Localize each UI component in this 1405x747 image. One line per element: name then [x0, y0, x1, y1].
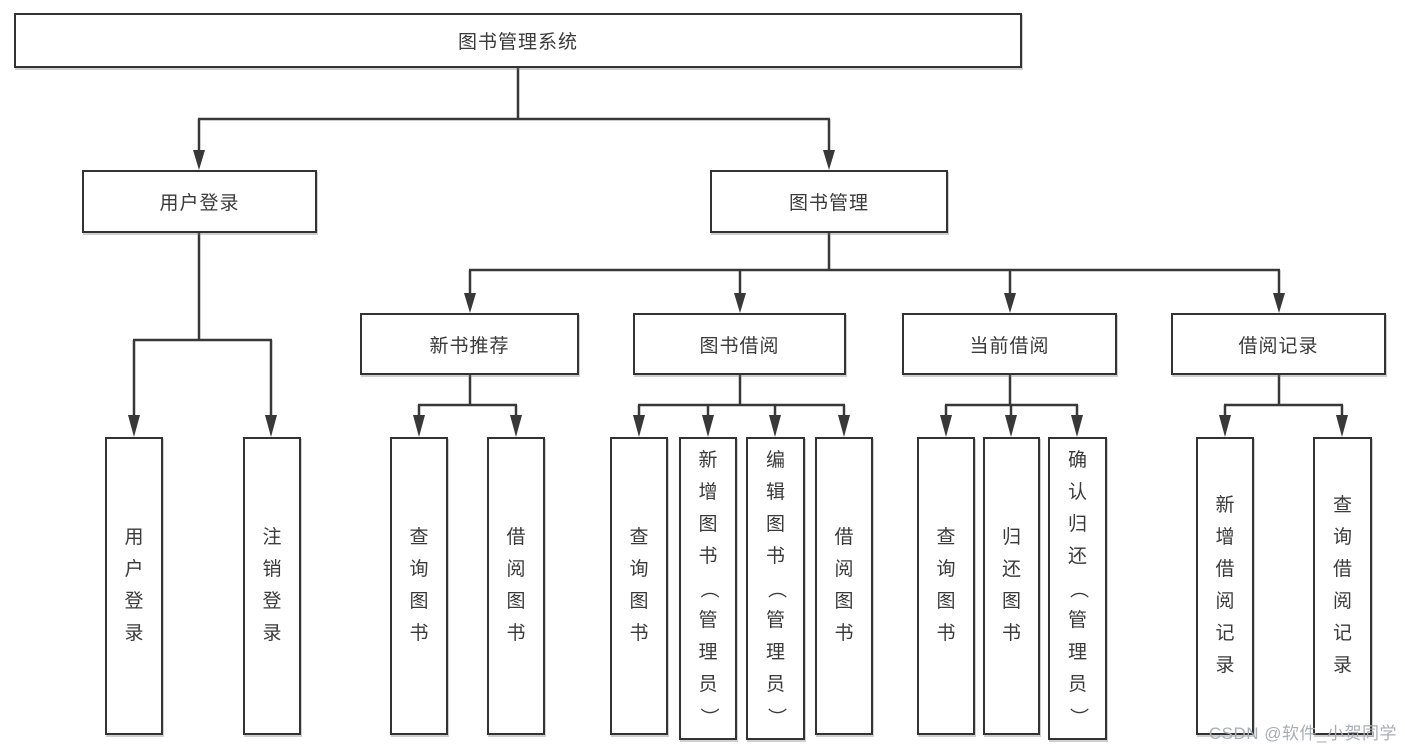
arrowhead: [702, 415, 714, 437]
arrowhead: [510, 415, 522, 437]
leaf-edit-books-admin: 编辑图书（管理员）: [746, 437, 805, 740]
arrowhead: [734, 293, 746, 313]
arrowhead: [265, 415, 277, 437]
arrowhead: [193, 150, 205, 170]
leaf-query-borrow-record: 查询借阅记录: [1313, 437, 1372, 735]
leaf-user-login: 用户登录: [105, 437, 163, 735]
arrowhead: [1004, 293, 1016, 313]
leaf-confirm-return-admin: 确认归还（管理员）: [1048, 437, 1107, 740]
node-user-login: 用户登录: [82, 170, 317, 233]
node-library-management-system: 图书管理系统: [14, 13, 1022, 68]
csdn-watermark: CSDN @软件_小贺同学: [1208, 724, 1397, 743]
leaf-query-books-borrow: 查询图书: [610, 437, 668, 735]
leaf-query-books-recommend: 查询图书: [390, 437, 448, 735]
arrowhead: [1005, 415, 1017, 437]
leaf-borrow-books: 借阅图书: [815, 437, 873, 735]
arrowhead: [1219, 415, 1231, 437]
leaf-return-books: 归还图书: [983, 437, 1040, 735]
arrowhead: [823, 150, 835, 170]
node-book-management: 图书管理: [710, 170, 948, 233]
leaf-logout: 注销登录: [243, 437, 301, 735]
leaf-add-books-admin: 新增图书（管理员）: [679, 437, 737, 740]
arrowhead: [633, 415, 645, 437]
node-new-book-recommend: 新书推荐: [360, 313, 579, 375]
arrowhead: [464, 293, 476, 313]
arrowhead: [413, 415, 425, 437]
node-current-borrowing: 当前借阅: [902, 313, 1117, 375]
node-borrow-records: 借阅记录: [1171, 313, 1386, 375]
arrowhead: [128, 415, 140, 437]
leaf-borrow-books-recommend: 借阅图书: [487, 437, 545, 735]
arrowhead: [838, 415, 850, 437]
leaf-add-borrow-record: 新增借阅记录: [1196, 437, 1254, 735]
leaf-query-books-current: 查询图书: [917, 437, 975, 735]
arrowhead: [769, 415, 781, 437]
arrowhead: [1071, 415, 1083, 437]
node-book-borrowing: 图书借阅: [633, 313, 846, 375]
arrowhead: [940, 415, 952, 437]
arrowhead: [1336, 415, 1348, 437]
tree-edges: [132, 68, 1344, 416]
arrowhead: [1273, 293, 1285, 313]
